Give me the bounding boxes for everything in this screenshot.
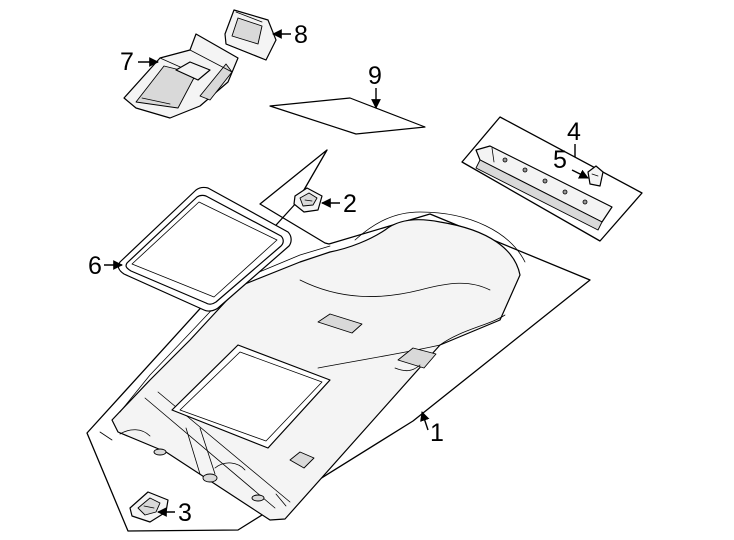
bracket-part-3 <box>129 491 169 523</box>
console-cover-part-8 <box>224 9 277 61</box>
svg-text:2: 2 <box>343 190 357 218</box>
callout-1: 1 <box>420 411 444 447</box>
callout-4: 4 <box>567 118 581 157</box>
sunroof-seal-part-6 <box>117 186 292 312</box>
svg-text:9: 9 <box>368 62 382 90</box>
clip-part-5 <box>587 165 604 187</box>
svg-text:1: 1 <box>430 419 444 447</box>
headliner-group-boundary <box>86 149 591 532</box>
svg-text:5: 5 <box>553 146 567 174</box>
overhead-console-part-7 <box>123 33 239 119</box>
callout-9: 9 <box>368 62 382 109</box>
retainer-clip-part-2 <box>293 187 323 213</box>
callout-8: 8 <box>272 21 308 49</box>
svg-text:3: 3 <box>178 499 192 527</box>
callout-7: 7 <box>120 48 159 76</box>
headliner-part <box>99 211 526 521</box>
svg-text:8: 8 <box>294 21 308 49</box>
callout-2: 2 <box>321 190 357 218</box>
callout-6: 6 <box>88 252 123 280</box>
svg-text:4: 4 <box>567 118 581 146</box>
svg-text:6: 6 <box>88 252 102 280</box>
pad-part-9 <box>269 97 426 135</box>
callout-3: 3 <box>157 499 192 527</box>
rear-rail-part-4 <box>475 145 613 231</box>
svg-text:7: 7 <box>120 48 134 76</box>
rail-group-boundary <box>461 116 643 242</box>
callout-5: 5 <box>553 146 589 179</box>
